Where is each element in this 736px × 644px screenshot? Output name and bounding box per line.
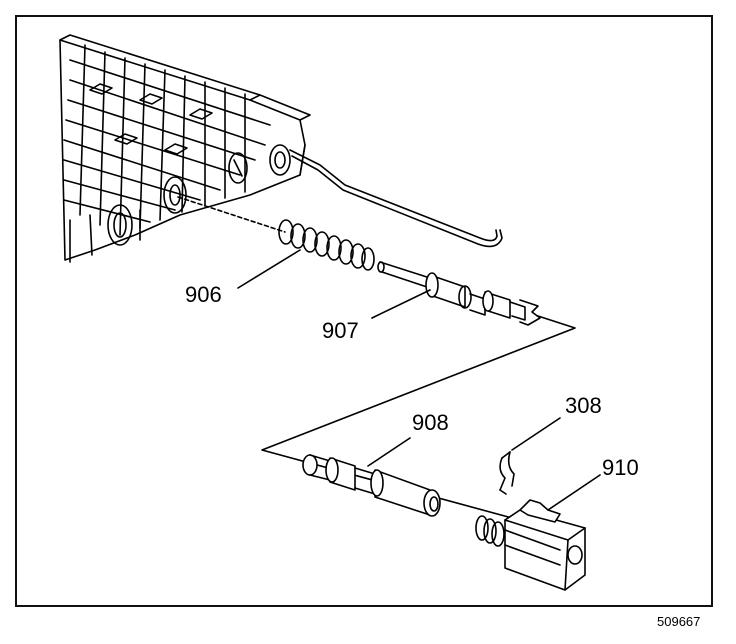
valve-body-housing	[59, 34, 311, 263]
wire-rod	[289, 149, 498, 242]
leader-906	[237, 249, 301, 289]
callout-907: 907	[322, 318, 359, 343]
leader-907	[371, 289, 431, 319]
spring-906	[278, 219, 375, 271]
figure-reference-number: 509667	[657, 614, 701, 629]
callout-906: 906	[185, 282, 222, 307]
callout-308: 308	[565, 393, 602, 418]
valve-907	[377, 261, 541, 326]
solenoid-910	[475, 499, 586, 591]
leader-308	[511, 417, 561, 451]
leader-908	[367, 437, 411, 467]
valve-908	[302, 454, 441, 517]
clip-308	[499, 451, 515, 495]
leader-910	[547, 474, 601, 511]
callout-908: 908	[412, 410, 449, 435]
callout-910: 910	[602, 455, 639, 480]
